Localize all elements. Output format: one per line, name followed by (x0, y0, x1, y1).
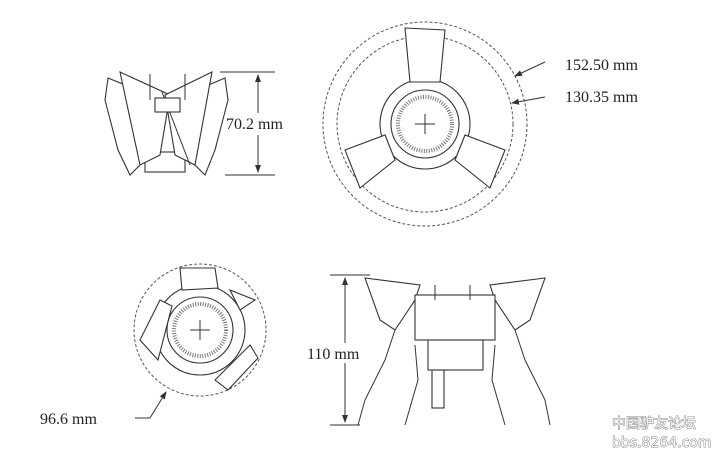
outer-diameter-label: 152.50 mm (565, 57, 638, 74)
open-top-view (322, 21, 528, 227)
diameter-dimensions: 152.50 mm 130.35 mm (511, 57, 638, 106)
watermark-line2: bbs.8264.com (612, 435, 712, 451)
folded-diameter-dimension: 96.6 mm (40, 391, 167, 428)
folded-height-dimension: 70.2 mm (220, 71, 294, 176)
folded-diameter-label: 96.6 mm (40, 411, 97, 428)
inner-diameter-label: 130.35 mm (565, 89, 638, 106)
watermark: 中国驴友论坛 bbs.8264.com (612, 416, 712, 452)
open-side-view (357, 277, 551, 426)
open-height-label: 110 mm (307, 346, 360, 363)
watermark-line1: 中国驴友论坛 (612, 416, 696, 432)
folded-top-view (133, 263, 267, 397)
folded-height-label: 70.2 mm (226, 116, 283, 133)
open-height-dimension: 110 mm (305, 274, 375, 426)
folded-side-view (104, 71, 229, 176)
